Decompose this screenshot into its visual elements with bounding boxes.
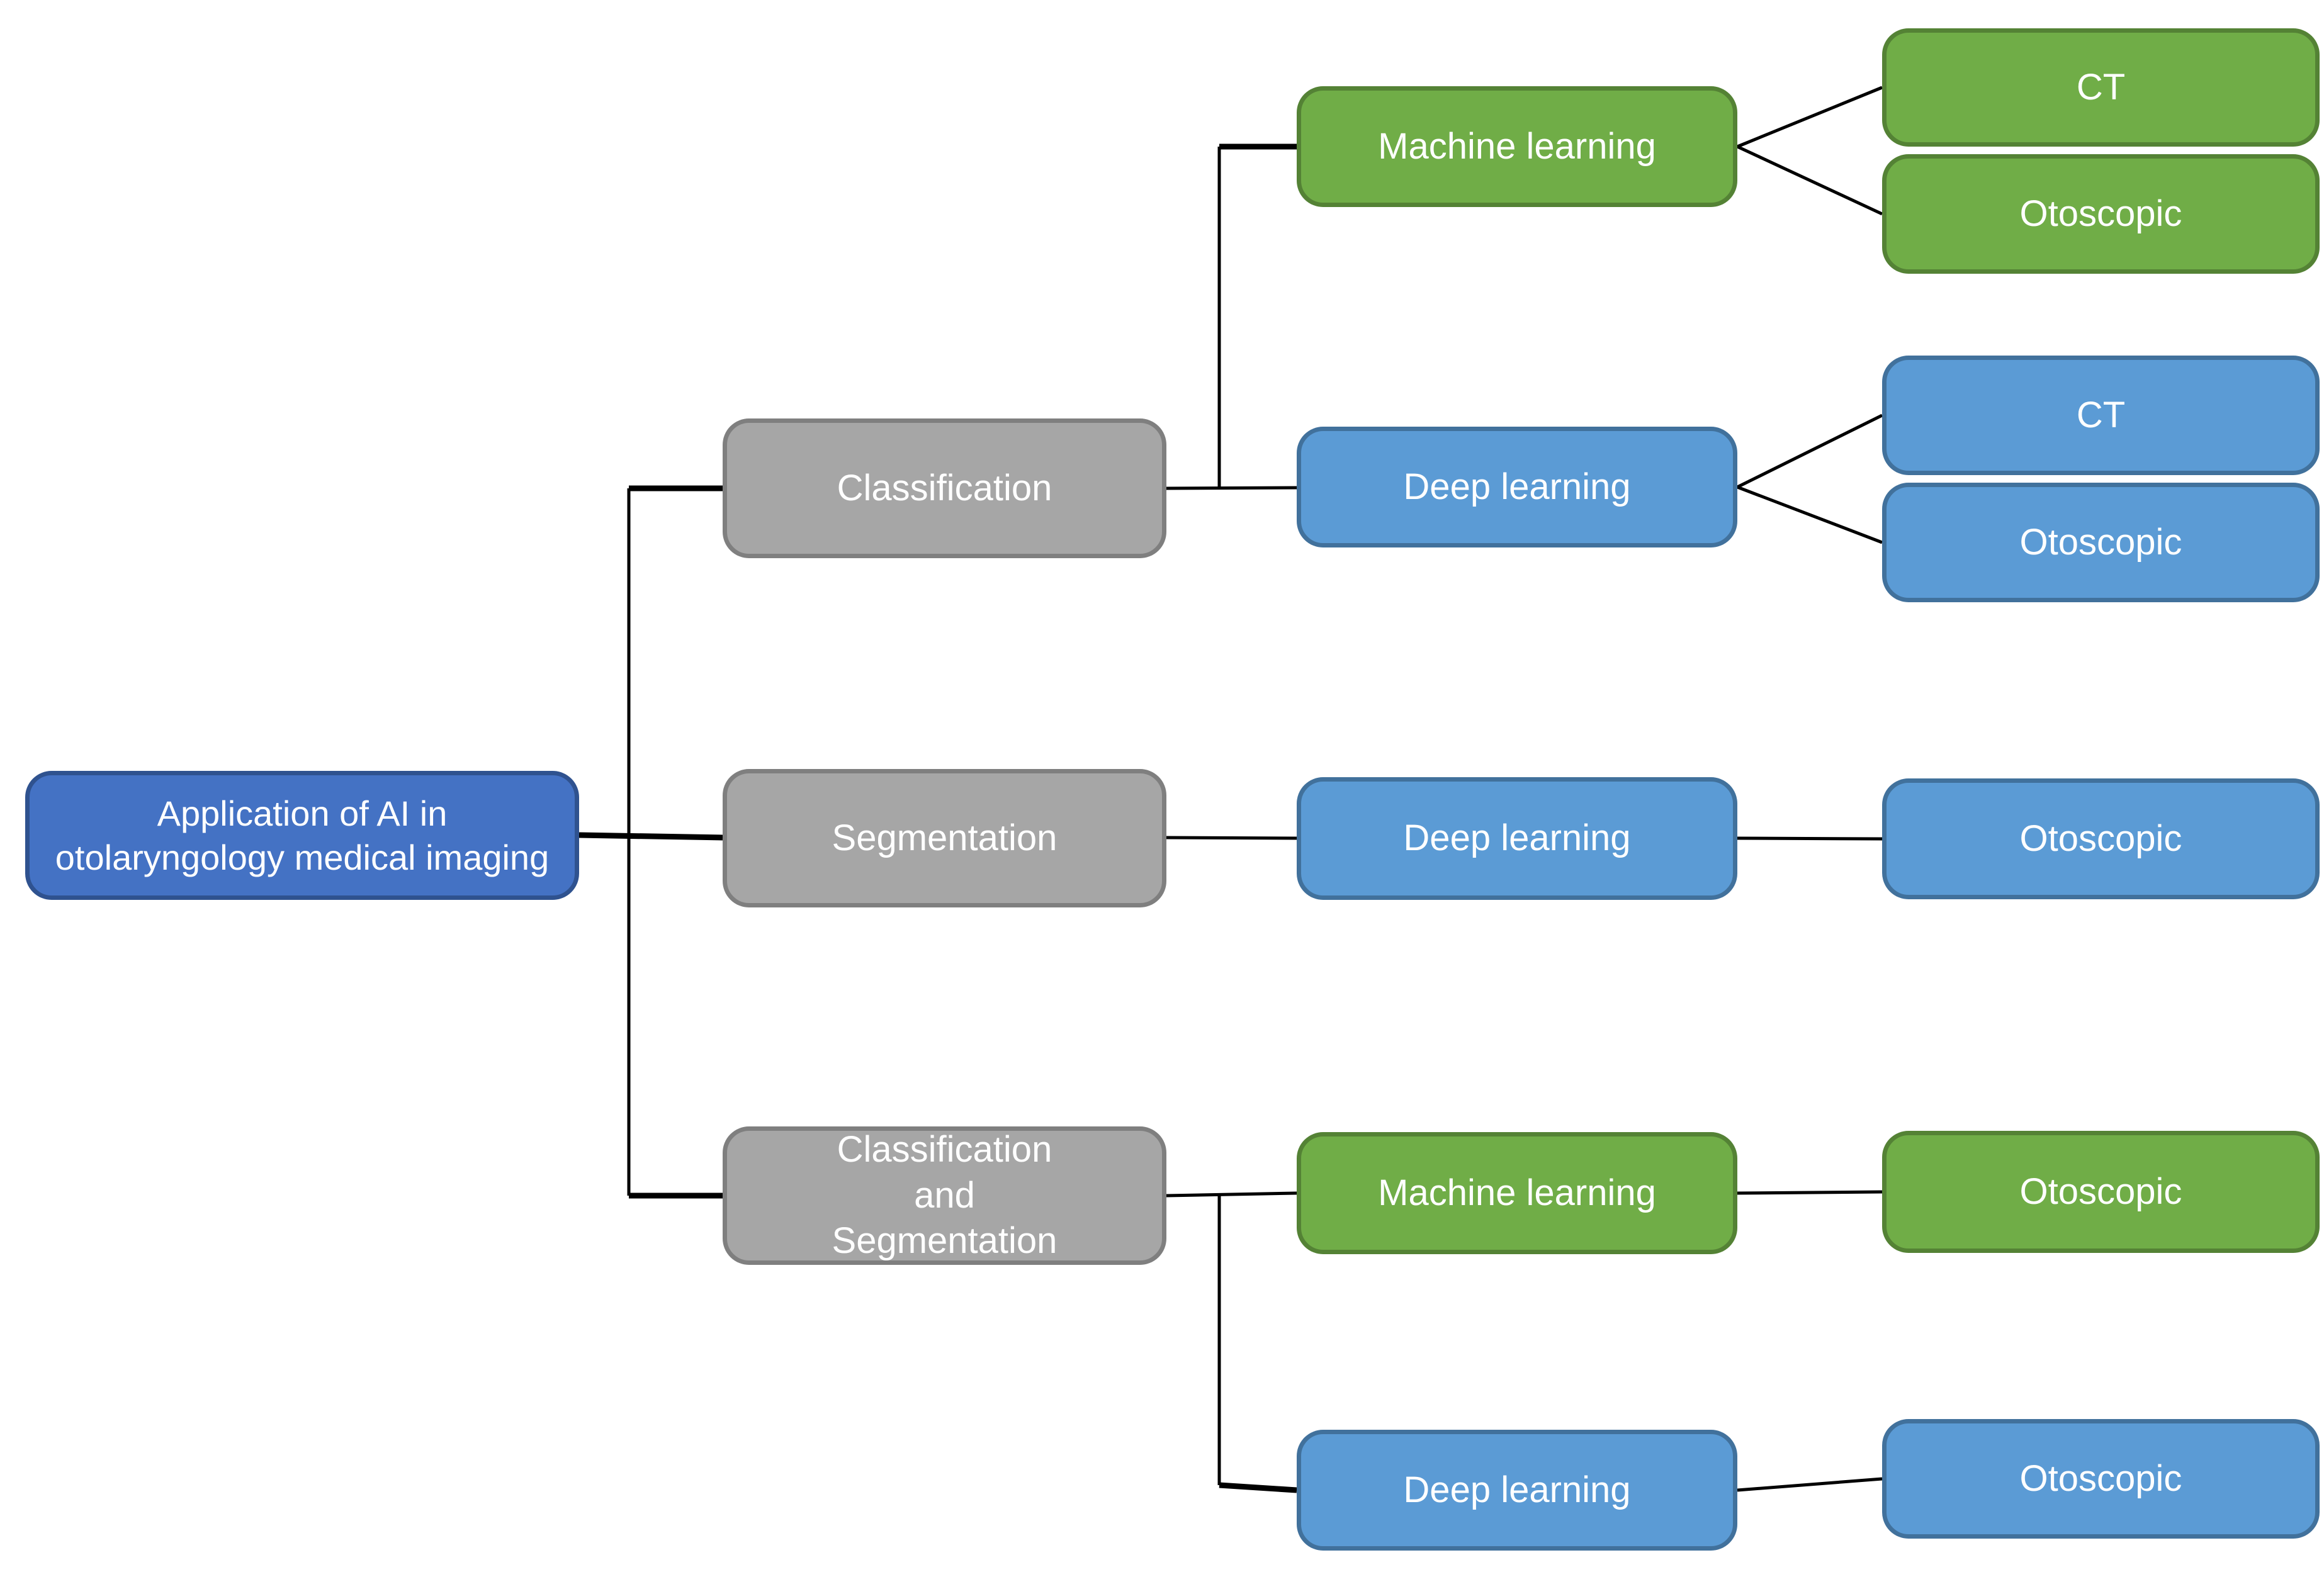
node-deep-learning-classification: Deep learning (1297, 427, 1737, 547)
connector-ml-to-otoscopic (1736, 145, 1883, 216)
node-otoscopic-machine-learning: Otoscopic (1882, 154, 2320, 274)
node-segmentation-label: Segmentation (832, 817, 1058, 858)
node-machine-learning-classification-label: Machine learning (1378, 125, 1656, 167)
connector-root-to-trunk (578, 832, 723, 841)
node-deep-learning-segmentation: Deep learning (1297, 777, 1737, 900)
node-machine-learning-class-seg: Machine learning (1297, 1132, 1737, 1254)
node-otoscopic-deep-learning: Otoscopic (1882, 483, 2320, 602)
node-root-label: Application of AI in otolaryngology medi… (55, 793, 550, 877)
node-otoscopic-machine-learning-class-seg-label: Otoscopic (2019, 1170, 2182, 1212)
node-ct-machine-learning-label: CT (2076, 66, 2126, 108)
node-deep-learning-class-seg: Deep learning (1297, 1430, 1737, 1551)
node-otoscopic-deep-learning-label: Otoscopic (2019, 521, 2182, 563)
connector-dl-cs-to-otoscopic (1737, 1477, 1883, 1492)
node-otoscopic-machine-learning-label: Otoscopic (2019, 193, 2182, 234)
connector-trunk-to-deep-learning-bottom (1219, 1482, 1297, 1493)
node-deep-learning-classification-label: Deep learning (1403, 466, 1631, 507)
node-otoscopic-deep-learning-segmentation: Otoscopic (1882, 778, 2320, 899)
node-machine-learning-classification: Machine learning (1297, 86, 1737, 207)
node-ct-deep-learning-label: CT (2076, 394, 2126, 435)
node-ct-machine-learning: CT (1882, 28, 2320, 147)
node-classification: Classification (723, 418, 1166, 558)
connector-class-seg-to-machine-learning (1166, 1191, 1297, 1198)
node-otoscopic-deep-learning-class-seg: Otoscopic (1882, 1419, 2320, 1539)
node-classification-and-segmentation-label: Classification and Segmentation (832, 1129, 1058, 1262)
node-otoscopic-deep-learning-segmentation-label: Otoscopic (2019, 817, 2182, 859)
node-ct-deep-learning: CT (1882, 356, 2320, 475)
node-deep-learning-segmentation-label: Deep learning (1403, 817, 1631, 859)
node-segmentation: Segmentation (723, 769, 1166, 907)
node-classification-label: Classification (837, 467, 1052, 508)
node-classification-and-segmentation: Classification and Segmentation (723, 1126, 1166, 1265)
node-root: Application of AI in otolaryngology medi… (25, 771, 579, 900)
connector-ml-cs-to-otoscopic (1737, 1190, 1883, 1195)
node-otoscopic-machine-learning-class-seg: Otoscopic (1882, 1131, 2320, 1253)
node-otoscopic-deep-learning-class-seg-label: Otoscopic (2019, 1457, 2182, 1499)
connector-dl-to-otoscopic (1737, 485, 1883, 544)
connector-ml-to-ct (1737, 86, 1883, 149)
node-machine-learning-class-seg-label: Machine learning (1378, 1172, 1656, 1213)
connector-dl-to-ct (1736, 413, 1883, 489)
node-deep-learning-class-seg-label: Deep learning (1403, 1469, 1631, 1510)
connector-dl-seg-to-otoscopic (1737, 836, 1883, 841)
